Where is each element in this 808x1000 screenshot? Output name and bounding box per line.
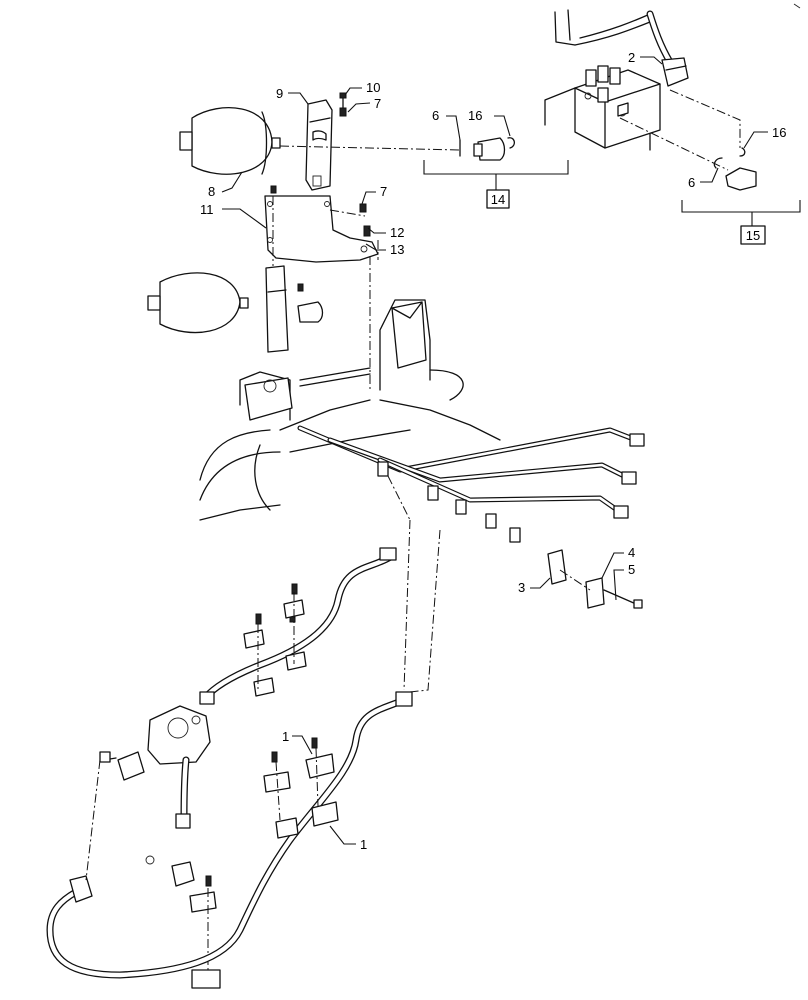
corner-mark	[793, 3, 801, 9]
hose-2	[646, 10, 689, 87]
group-box-14	[486, 189, 510, 209]
callout-12: 12	[390, 225, 404, 240]
group-box-15	[740, 225, 766, 245]
callout-6b: 6	[688, 175, 695, 190]
fitting-group-14	[459, 137, 515, 161]
callouts: 2 9 10 7 6 16 16 6 8 7 11 12 13 4 5 3 1	[200, 50, 786, 852]
callout-10: 10	[366, 80, 380, 95]
callout-7b: 7	[380, 184, 387, 199]
callout-8: 8	[208, 184, 215, 199]
hose-short	[175, 756, 191, 829]
callout-13: 13	[390, 242, 404, 257]
group-label-15: 15	[746, 228, 760, 243]
group-bracket-14: 14	[423, 160, 569, 209]
hydraulic-motor	[99, 705, 211, 781]
clamp-plate-bolt	[547, 549, 643, 609]
callout-5: 5	[628, 562, 635, 577]
clamp-stack-upper	[243, 583, 307, 697]
accumulator-8	[179, 107, 281, 175]
motor-fittings	[145, 855, 221, 989]
callout-1a: 1	[282, 729, 289, 744]
accumulator-lower	[147, 265, 324, 353]
group-label-14: 14	[491, 192, 505, 207]
callout-2: 2	[628, 50, 635, 65]
callout-16a: 16	[468, 108, 482, 123]
flex-hose-lower	[46, 691, 413, 979]
valve-block-assembly	[544, 9, 661, 151]
callout-3: 3	[518, 580, 525, 595]
callout-1b: 1	[360, 837, 367, 852]
callout-7a: 7	[374, 96, 381, 111]
fitting-group-15	[713, 147, 757, 191]
callout-11: 11	[200, 202, 214, 217]
assembly-lines	[85, 89, 741, 881]
callout-9: 9	[276, 86, 283, 101]
steel-tubes	[297, 425, 645, 543]
callout-6a: 6	[432, 108, 439, 123]
plate-11	[264, 185, 379, 263]
callout-4: 4	[628, 545, 635, 560]
frame-chassis	[199, 299, 501, 521]
callout-16b: 16	[772, 125, 786, 140]
flex-hose-upper	[199, 547, 397, 705]
group-bracket-15: 15	[681, 200, 801, 245]
bracket-9	[305, 92, 347, 191]
